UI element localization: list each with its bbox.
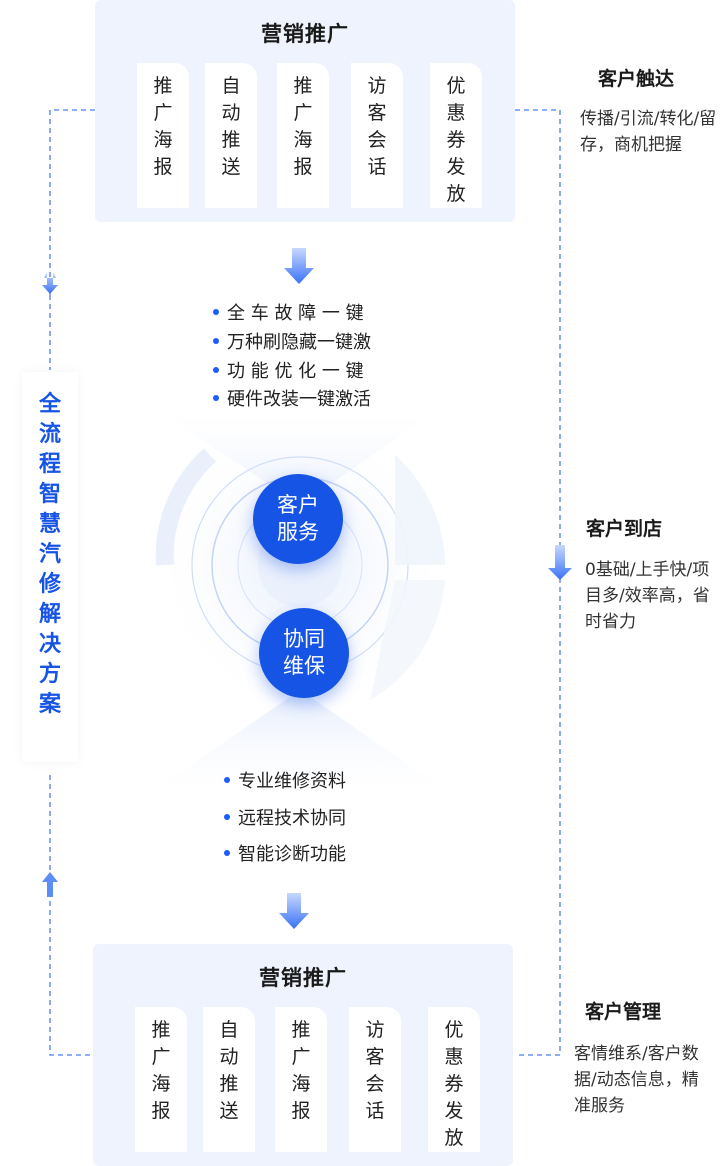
top-card-1: 推广海报 <box>137 63 189 208</box>
customer-management-desc: 客情维系/客户数据/动态信息，精准服务 <box>574 1044 699 1116</box>
service-bullet-4: 硬件改装一键激活 <box>213 385 371 411</box>
bottom-card-1: 推广海报 <box>135 1007 187 1152</box>
top-block-arrow <box>284 248 314 284</box>
bottom-block-arrow <box>279 893 309 929</box>
maintenance-bullet-1: 专业维修资料 <box>224 767 346 793</box>
right-down-arrow <box>548 545 572 580</box>
customer-visit-desc: 0基础/上手快/项目多/效率高，省时省力 <box>585 560 710 632</box>
flow-lines <box>49 109 561 1056</box>
bottom-card-4: 访客会话 <box>349 1007 401 1152</box>
top-marketing-panel: 营销推广 推广海报 自动推送 推广海报 访客会话 优惠券发放 <box>95 0 515 222</box>
customer-reach-desc: 传播/引流/转化/留存，商机把握 <box>580 109 717 155</box>
top-panel-title: 营销推广 <box>261 22 349 46</box>
bottom-card-2: 自动推送 <box>203 1007 255 1152</box>
customer-visit-title: 客户到店 <box>586 518 663 540</box>
customer-reach-title: 客户触达 <box>598 68 675 90</box>
top-card-2: 自动推送 <box>205 63 257 208</box>
service-bullet-3: 功 能 优 化 一 键 <box>213 357 364 383</box>
vertical-solution-title: 全流程智慧汽修解决方案 <box>22 372 78 762</box>
left-down-arrow <box>42 272 58 294</box>
maintenance-bullet-2: 远程技术协同 <box>224 804 346 830</box>
top-card-5: 优惠券发放 <box>430 63 482 208</box>
maintenance-bullet-3: 智能诊断功能 <box>224 840 346 866</box>
customer-management-title: 客户管理 <box>585 1001 662 1023</box>
bottom-card-3: 推广海报 <box>275 1007 327 1152</box>
bottom-marketing-panel: 营销推广 推广海报 自动推送 推广海报 访客会话 优惠券发放 <box>93 944 513 1166</box>
top-card-4: 访客会话 <box>351 63 403 208</box>
top-card-3: 推广海报 <box>277 63 329 208</box>
customer-service-circle: 客户服务 <box>253 474 343 564</box>
service-bullet-2: 万种刷隐藏一键激 <box>213 328 371 354</box>
service-bullet-1: 全 车 故 障 一 键 <box>213 299 364 325</box>
bottom-panel-title: 营销推广 <box>259 966 347 990</box>
left-up-arrow <box>42 872 58 897</box>
bottom-card-5: 优惠券发放 <box>428 1007 480 1152</box>
maintenance-circle: 协同维保 <box>259 608 349 698</box>
